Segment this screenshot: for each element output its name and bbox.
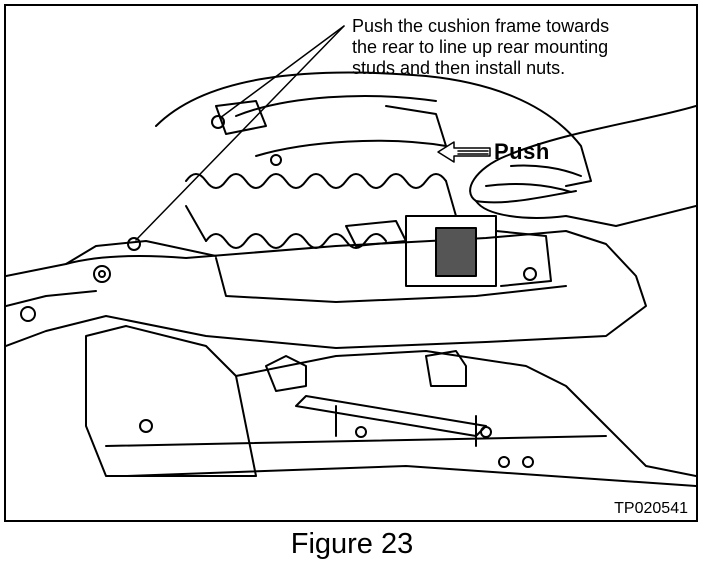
callout-line: studs and then install nuts. bbox=[352, 58, 566, 78]
hand-illustration bbox=[470, 106, 696, 226]
seat-cushion-frame-illustration bbox=[6, 6, 696, 520]
push-label: Push bbox=[494, 139, 550, 164]
seatback-frame bbox=[156, 73, 591, 186]
push-arrow-icon bbox=[438, 142, 490, 162]
seat-springs bbox=[186, 174, 456, 248]
callout-line: Push the cushion frame towards bbox=[352, 16, 610, 36]
callout-line: the rear to line up rear mounting bbox=[352, 37, 609, 57]
seat-track bbox=[86, 326, 696, 486]
figure-frame: Push the cushion frame towards the rear … bbox=[4, 4, 698, 522]
callout-text: Push the cushion frame towards the rear … bbox=[352, 16, 609, 79]
cushion-frame-rail bbox=[6, 231, 646, 348]
mounting-studs bbox=[21, 116, 536, 467]
figure-code: TP020541 bbox=[614, 500, 688, 517]
figure-caption: Figure 23 bbox=[290, 528, 414, 560]
center-mechanism bbox=[346, 216, 551, 286]
callout-leader-lines bbox=[136, 26, 344, 240]
